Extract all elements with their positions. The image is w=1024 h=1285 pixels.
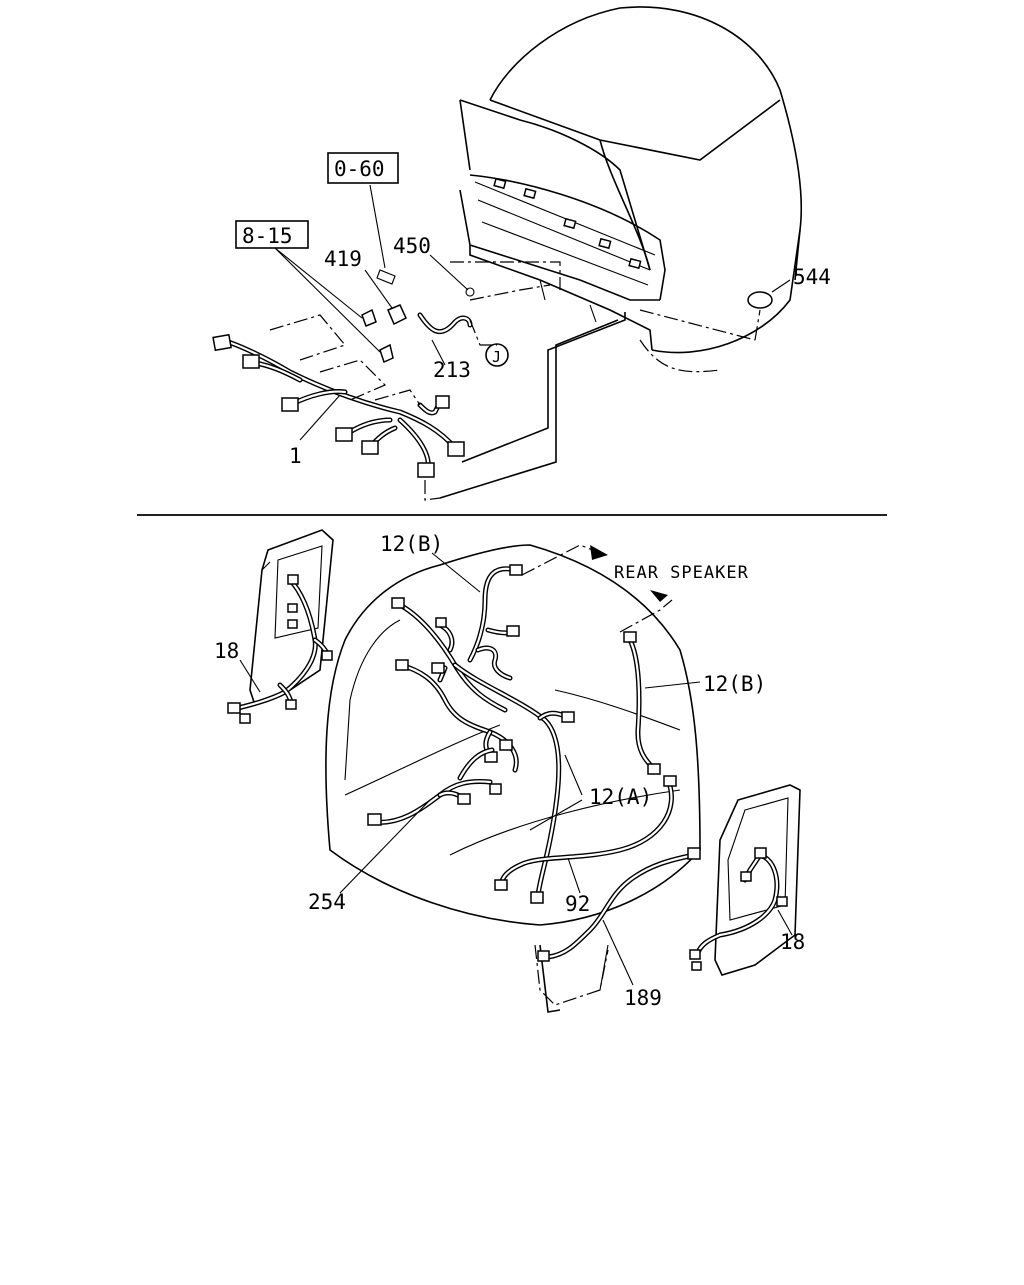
callout-254: 254 bbox=[308, 890, 346, 914]
boxed-reference-0-60: 0-60 bbox=[327, 152, 399, 184]
callout-12b-top: 12(B) bbox=[380, 532, 443, 556]
cab-front-illustration bbox=[459, 6, 803, 373]
rear-speaker-guide: REAR SPEAKER bbox=[521, 544, 749, 633]
callout-1: 1 bbox=[289, 444, 302, 468]
label-8-15: 8-15 bbox=[242, 224, 293, 248]
harness-1-guide-lines bbox=[269, 312, 626, 501]
cab-interior-illustration bbox=[325, 544, 701, 1013]
fastener-parts bbox=[274, 184, 561, 367]
harness-92 bbox=[494, 775, 677, 894]
reference-circle-j bbox=[485, 343, 509, 367]
rear-speaker-note: REAR SPEAKER bbox=[614, 563, 749, 583]
callout-450: 450 bbox=[393, 234, 431, 258]
callout-189: 189 bbox=[624, 986, 662, 1010]
callout-544: 544 bbox=[793, 265, 831, 289]
left-door-illustration bbox=[227, 529, 334, 724]
harness-12a bbox=[395, 659, 583, 904]
harness-254 bbox=[339, 747, 502, 894]
callout-j: J bbox=[492, 348, 501, 366]
callout-12a: 12(A) bbox=[589, 785, 652, 809]
callout-12b-right: 12(B) bbox=[703, 672, 766, 696]
callout-18-left: 18 bbox=[214, 639, 239, 663]
harness-189 bbox=[537, 847, 701, 986]
harness-12b bbox=[391, 552, 701, 775]
callout-213: 213 bbox=[433, 358, 471, 382]
callout-18-right: 18 bbox=[780, 930, 805, 954]
callout-419: 419 bbox=[324, 247, 362, 271]
right-door-illustration bbox=[689, 784, 801, 976]
boxed-reference-8-15: 8-15 bbox=[235, 220, 309, 249]
label-0-60: 0-60 bbox=[334, 157, 385, 181]
callout-92: 92 bbox=[565, 892, 590, 916]
grommet-544 bbox=[747, 291, 773, 309]
main-harness-1 bbox=[212, 333, 465, 478]
